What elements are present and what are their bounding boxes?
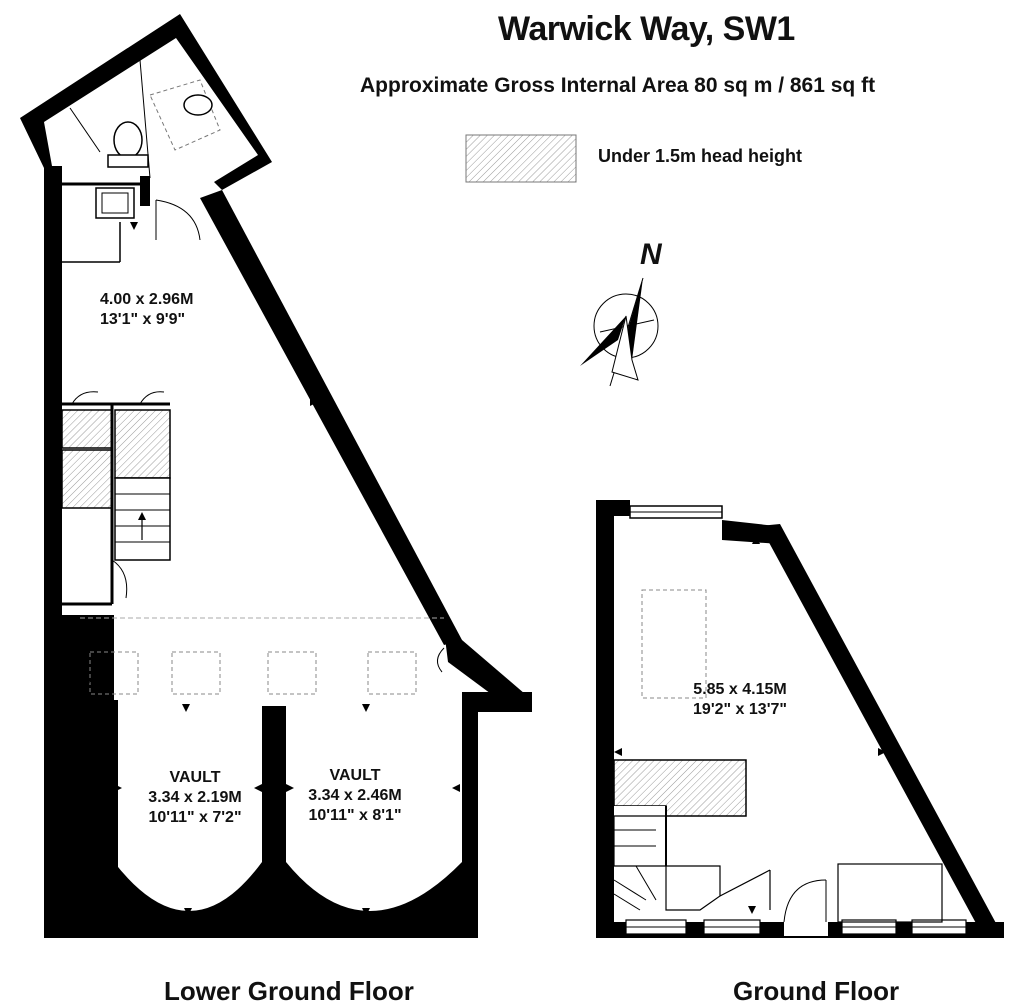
vault-right-name: VAULT — [329, 767, 381, 784]
legend-label: Under 1.5m head height — [598, 146, 803, 166]
lower-ground-main-room-label: 4.00 x 2.96M 13'1" x 9'9" — [100, 290, 220, 330]
lower-ground-wall-bottom — [44, 922, 478, 938]
legend-swatch — [465, 134, 577, 183]
lower-ground-wall-return — [444, 630, 532, 712]
lower-ground-wall-right-corner — [462, 692, 532, 712]
compass-icon — [580, 277, 659, 387]
vault-right-arch — [286, 862, 462, 922]
lower-ground-wall-right — [462, 692, 478, 938]
lower-ground-wall-diagonal — [200, 190, 462, 645]
lower-ground-wall-top — [20, 14, 272, 190]
ground-wall-diagonal — [760, 524, 1004, 938]
vault-right-metric: 3.34 x 2.46M — [308, 787, 402, 804]
lower-ground-wall-left-lower — [44, 615, 114, 938]
vault-right-imperial: 10'11" x 8'1" — [308, 807, 402, 824]
main-room-metric: 4.00 x 2.96M — [100, 291, 194, 308]
vault-left-imperial: 10'11" x 7'2" — [148, 809, 242, 826]
north-label: N — [640, 238, 662, 271]
vault-left-arch — [114, 862, 262, 922]
main-room-imperial: 13'1" x 9'9" — [100, 311, 186, 328]
ground-floor-label: Ground Floor — [733, 976, 900, 1006]
vault-left-metric: 3.34 x 2.19M — [148, 789, 242, 806]
lower-ground-floor-label: Lower Ground Floor — [164, 976, 414, 1006]
vault-right-label: VAULT 3.34 x 2.46M 10'11" x 8'1" — [295, 766, 415, 826]
ground-room-imperial: 19'2" x 13'7" — [693, 701, 787, 718]
ground-floor-plan — [596, 500, 1004, 938]
understairs-cupboard — [61, 409, 113, 449]
ground-room-metric: 5.85 x 4.15M — [693, 681, 787, 698]
vault-left-label: VAULT 3.34 x 2.19M 10'11" x 7'2" — [135, 768, 255, 828]
ground-front-door — [783, 879, 827, 923]
plan-title: Warwick Way, SW1 — [498, 10, 795, 48]
gross-internal-area: Approximate Gross Internal Area 80 sq m … — [360, 74, 876, 97]
lower-ground-floor-plan — [20, 14, 532, 938]
vault-pier — [262, 706, 286, 922]
ground-wall-left — [596, 500, 614, 938]
vault-left-name: VAULT — [169, 769, 221, 786]
ground-room-label: 5.85 x 4.15M 19'2" x 13'7" — [680, 680, 800, 720]
toilet — [113, 121, 143, 159]
